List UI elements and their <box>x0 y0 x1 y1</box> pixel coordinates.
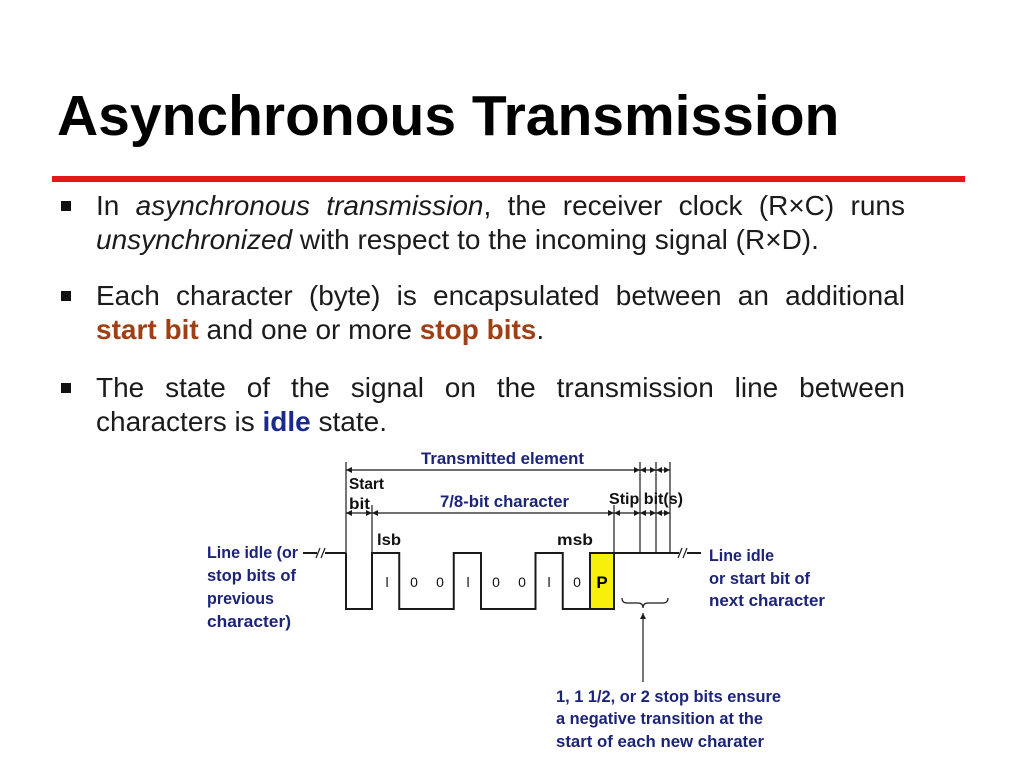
line-idle-right-label: or start bit of <box>709 569 810 588</box>
bit-label: 0 <box>573 574 581 590</box>
bit-label: 0 <box>518 574 526 590</box>
bullet-text: state. <box>310 406 388 437</box>
square-bullet-icon <box>61 291 71 301</box>
idle-line-right <box>614 547 701 559</box>
term-idle: idle <box>262 406 311 437</box>
bullet-item-idle-state: The state of the signal on the transmiss… <box>61 371 905 439</box>
transmitted-element-label: Transmitted element <box>421 449 584 468</box>
bullet-item-async-clock: In asynchronous transmission, the receiv… <box>61 189 905 257</box>
stop-bits-label: Stip bit(s) <box>609 491 683 508</box>
waveform-signal <box>345 552 590 610</box>
line-idle-left-label: Line idle (or <box>207 543 298 562</box>
bullet-text: , the receiver clock (R×C) runs <box>483 190 905 221</box>
lsb-label: lsb <box>377 532 401 549</box>
stop-bits-brace <box>621 597 669 609</box>
character-label: 7/8-bit character <box>440 492 569 511</box>
idle-line-left <box>303 547 346 559</box>
bit-label: 0 <box>492 574 500 590</box>
stop-bits-note: 1, 1 1/2, or 2 stop bits ensure <box>556 687 781 706</box>
line-idle-right-label: Line idle <box>709 546 774 565</box>
slide-title: Asynchronous Transmission <box>57 84 840 148</box>
bullet-text: . <box>536 314 545 345</box>
parity-bit-label: P <box>596 573 607 592</box>
title-divider <box>52 176 965 182</box>
bullet-list: In asynchronous transmission, the receiv… <box>61 189 905 439</box>
line-idle-right-label: next character <box>709 591 825 610</box>
line-idle-left-label: stop bits of <box>207 566 296 585</box>
bullet-text: The state of the signal on the transmiss… <box>96 372 905 437</box>
bit-label: 0 <box>410 574 418 590</box>
term-start-bit: start bit <box>96 314 199 345</box>
bullet-text: Each character (byte) is encapsulated be… <box>96 280 905 311</box>
bit-label: 0 <box>436 574 444 590</box>
stop-bits-note: a negative transition at the <box>556 709 763 728</box>
line-idle-left-label: character) <box>207 612 291 631</box>
bit-label: l <box>385 574 388 590</box>
bullet-text: and one or more <box>198 314 420 345</box>
msb-label: msb <box>557 532 593 549</box>
start-bit-label: bit <box>349 496 371 513</box>
bullet-text: In <box>96 190 136 221</box>
line-idle-left-label: previous <box>207 589 274 608</box>
start-bit-label: Start <box>349 476 385 493</box>
parity-bit-box <box>589 552 615 610</box>
stop-bits-note: start of each new charater <box>556 732 764 751</box>
term-asynchronous-transmission: asynchronous transmission <box>135 190 484 221</box>
bit-label: l <box>466 574 469 590</box>
square-bullet-icon <box>61 383 71 393</box>
bullet-text: with respect to the incoming signal (R×D… <box>292 224 819 255</box>
bullet-item-start-stop-bits: Each character (byte) is encapsulated be… <box>61 279 905 347</box>
square-bullet-icon <box>61 201 71 211</box>
term-unsynchronized: unsynchronized <box>96 224 293 255</box>
term-stop-bits: stop bits <box>419 314 537 345</box>
async-frame-diagram: P l 0 0 l 0 0 l 0 Transmitted element St… <box>207 449 825 751</box>
bit-label: l <box>547 574 550 590</box>
